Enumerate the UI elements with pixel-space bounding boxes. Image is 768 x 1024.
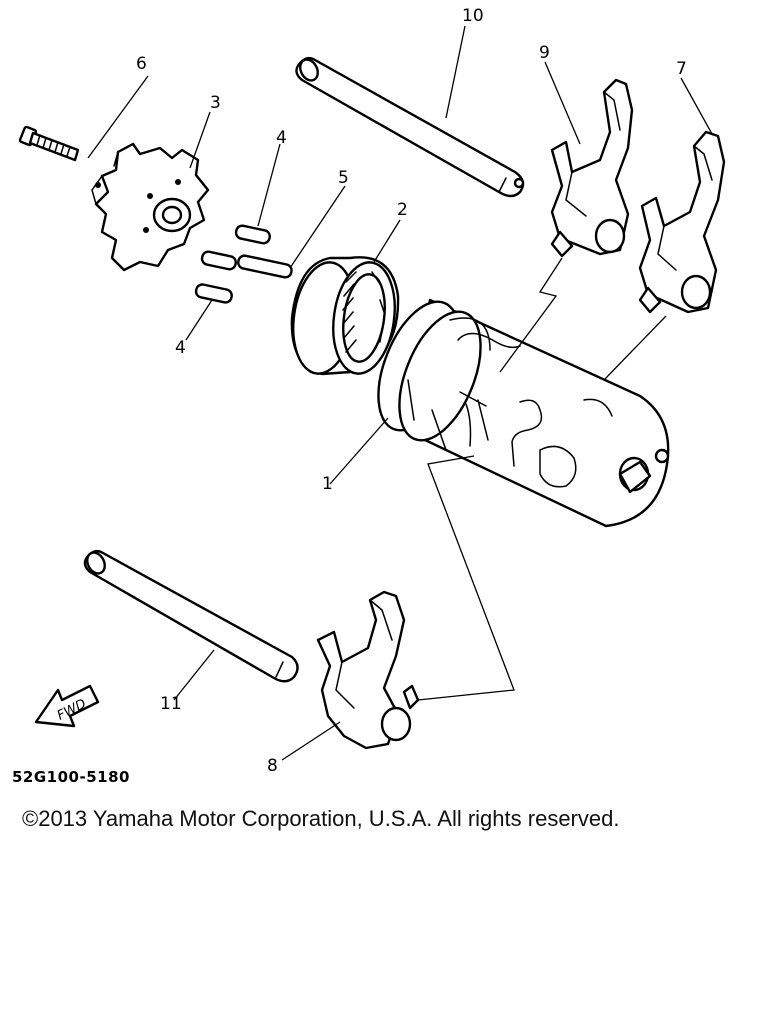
shift-fork-8 — [316, 590, 420, 750]
callout-4-upper: 4 — [276, 128, 287, 148]
guide-bar-10 — [295, 56, 525, 198]
callout-8: 8 — [267, 756, 278, 776]
guide-bar-11 — [83, 549, 299, 683]
callout-2: 2 — [397, 200, 408, 220]
callout-1: 1 — [322, 474, 333, 494]
segment-3 — [91, 142, 210, 272]
pins-4-5 — [194, 224, 293, 304]
callout-5: 5 — [338, 168, 349, 188]
shift-drum-1 — [377, 298, 670, 528]
copyright-notice: ©2013 Yamaha Motor Corporation, U.S.A. A… — [22, 806, 620, 831]
leader-lines — [87, 25, 713, 761]
callout-11: 11 — [160, 694, 182, 714]
shift-fork-9 — [550, 78, 634, 258]
callout-9: 9 — [539, 43, 550, 63]
screw-6 — [18, 125, 80, 162]
bearing-2 — [290, 256, 400, 376]
callout-10: 10 — [462, 6, 484, 26]
shift-fork-7 — [638, 130, 726, 314]
callout-6: 6 — [136, 54, 147, 74]
parts-diagram: FWD — [18, 25, 726, 761]
forward-arrow-icon: FWD — [34, 684, 100, 728]
reference-code: 52G100-5180 — [12, 768, 130, 786]
callout-4-lower: 4 — [175, 338, 186, 358]
callout-7: 7 — [676, 59, 687, 79]
callout-3: 3 — [210, 93, 221, 113]
